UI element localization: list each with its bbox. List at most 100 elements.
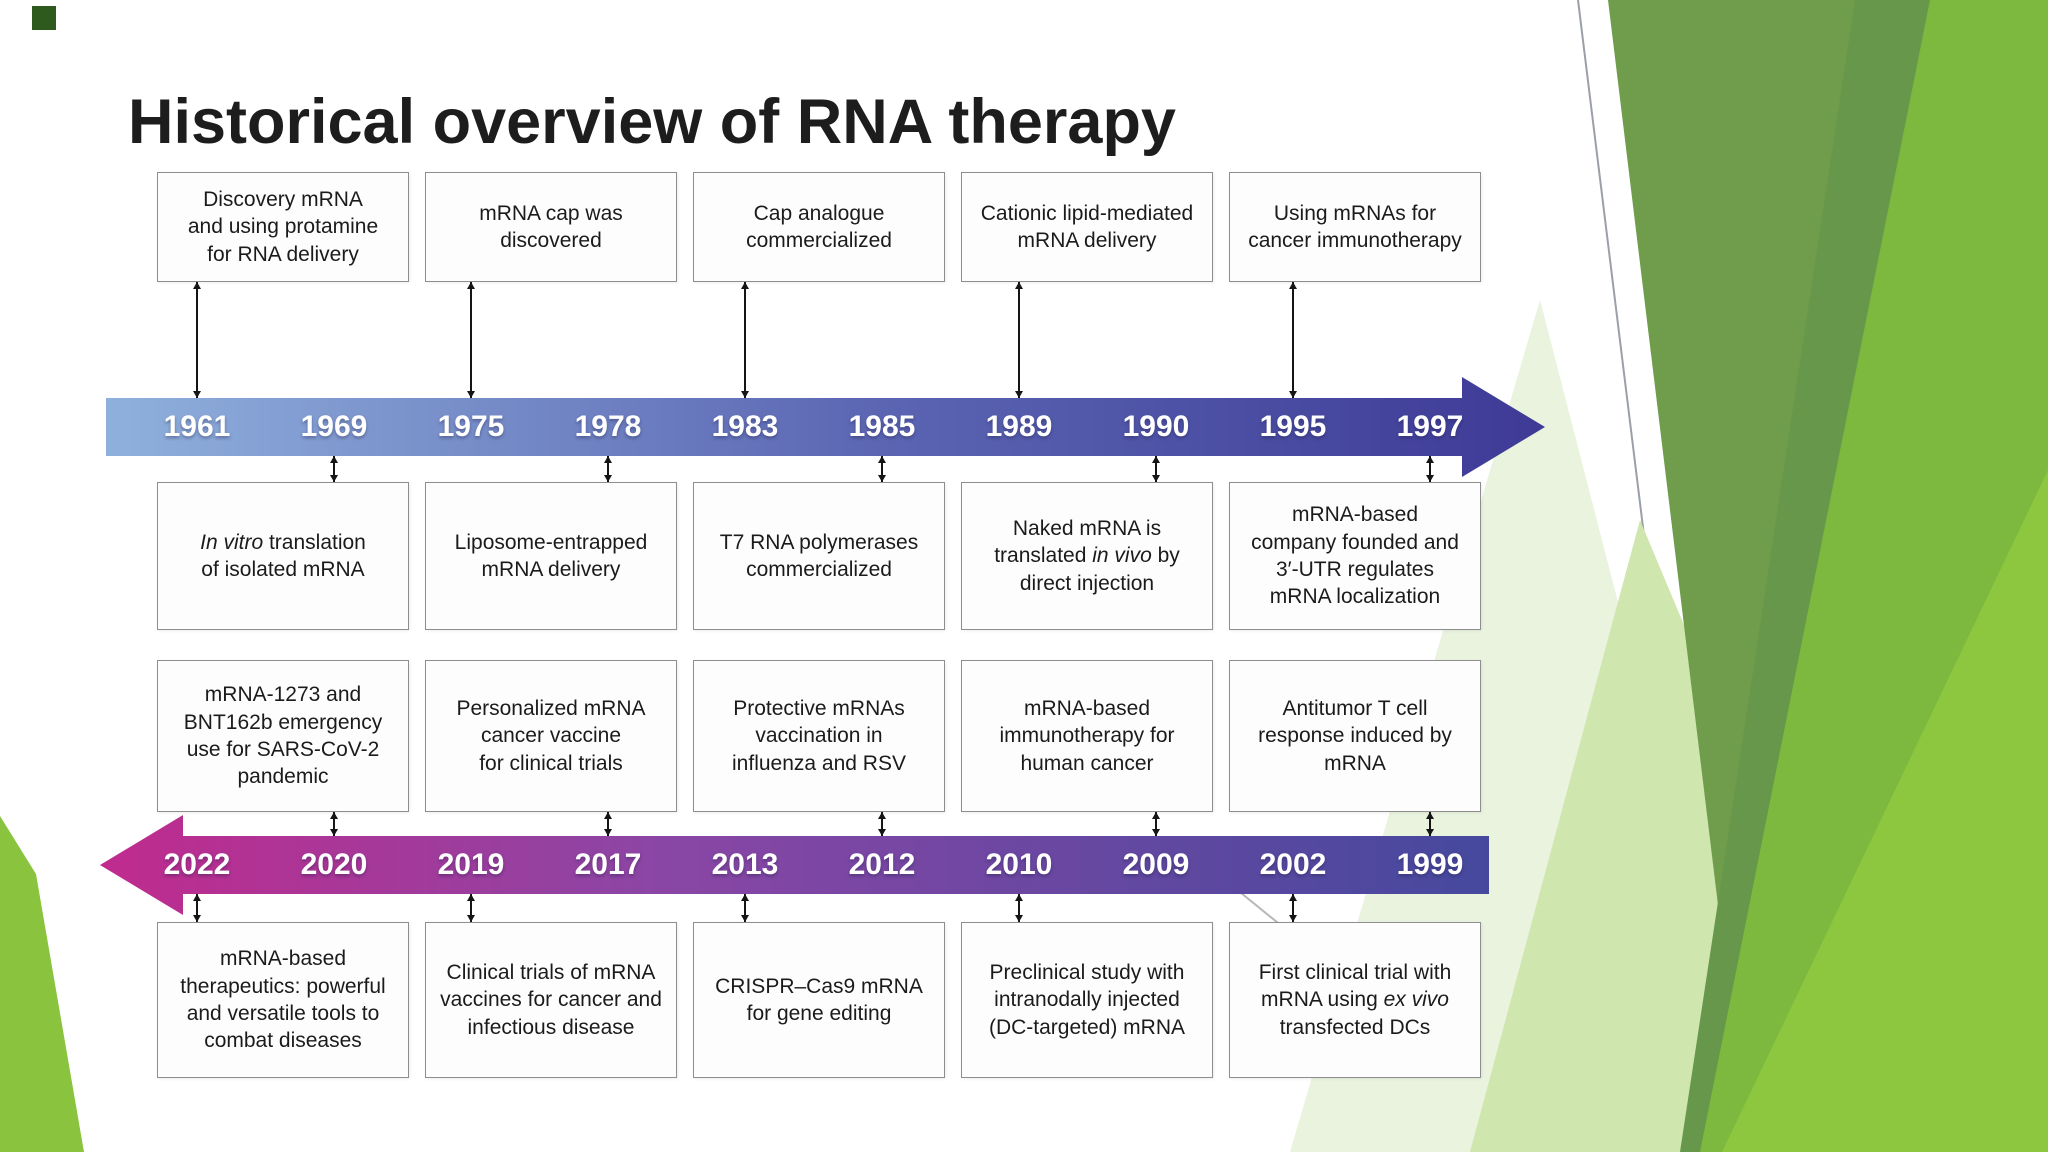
year-label-1989: 1989: [985, 410, 1053, 443]
connector-2002: [1289, 894, 1297, 922]
text-segment: Cap analogue commercialized: [746, 201, 892, 252]
event-box-2019: Clinical trials of mRNA vaccines for can…: [425, 922, 677, 1078]
text-segment: Protective mRNAs vaccination in influenz…: [732, 697, 906, 775]
year-label-1978: 1978: [574, 410, 642, 443]
event-box-text: mRNA-based therapeutics: powerful and ve…: [180, 945, 385, 1054]
event-box-text: Cap analogue commercialized: [746, 200, 892, 255]
event-box-1990: Naked mRNA is translated in vivo by dire…: [961, 482, 1213, 630]
text-segment: Personalized mRNA cancer vaccine for cli…: [456, 697, 646, 775]
year-label-2022: 2022: [163, 848, 231, 881]
event-box-1969: In vitro translation of isolated mRNA: [157, 482, 409, 630]
year-label-2013: 2013: [711, 848, 779, 881]
year-label-1985: 1985: [848, 410, 916, 443]
year-label-2002: 2002: [1259, 848, 1327, 881]
event-box-text: First clinical trial with mRNA using ex …: [1259, 959, 1452, 1041]
event-box-2002: First clinical trial with mRNA using ex …: [1229, 922, 1481, 1078]
event-box-2010: Preclinical study with intranodally inje…: [961, 922, 1213, 1078]
connector-2010: [1015, 894, 1023, 922]
event-box-text: CRISPR–Cas9 mRNA for gene editing: [715, 973, 923, 1028]
text-segment: mRNA-based therapeutics: powerful and ve…: [180, 947, 386, 1053]
text-segment: First clinical trial with mRNA using: [1258, 961, 1452, 1012]
text-segment: Naked mRNA is translated: [994, 517, 1162, 568]
text-segment: mRNA-1273 and BNT162b emergency use for …: [183, 683, 383, 789]
event-box-1997: mRNA-based company founded and 3′-UTR re…: [1229, 482, 1481, 630]
corner-square-decoration: [32, 6, 56, 30]
left-green-wedge: [0, 816, 84, 1152]
connector-1999: [1426, 812, 1434, 836]
year-label-2017: 2017: [574, 848, 642, 881]
event-box-text: Discovery mRNA and using protamine for R…: [188, 186, 378, 268]
year-label-1999: 1999: [1396, 848, 1464, 881]
text-segment: CRISPR–Cas9 mRNA for gene editing: [715, 974, 923, 1025]
event-box-text: T7 RNA polymerases commercialized: [720, 529, 918, 584]
connector-1995: [1289, 282, 1297, 398]
connector-1961: [193, 282, 201, 398]
event-box-2009: mRNA-based immunotherapy for human cance…: [961, 660, 1213, 812]
event-box-1978: Liposome-entrapped mRNA delivery: [425, 482, 677, 630]
event-box-1995: Using mRNAs for cancer immunotherapy: [1229, 172, 1481, 282]
event-box-text: Personalized mRNA cancer vaccine for cli…: [456, 695, 645, 777]
timeline-bottom-arrow: [100, 815, 1489, 915]
text-segment: Liposome-entrapped mRNA delivery: [454, 530, 648, 581]
year-label-2020: 2020: [300, 848, 368, 881]
event-box-2012: Protective mRNAs vaccination in influenz…: [693, 660, 945, 812]
timeline-bottom-shape: [100, 815, 1489, 915]
timeline-top-arrow: [106, 377, 1545, 477]
connector-1983: [741, 282, 749, 398]
event-box-2013: CRISPR–Cas9 mRNA for gene editing: [693, 922, 945, 1078]
connector-1969: [330, 456, 338, 482]
year-label-1990: 1990: [1122, 410, 1190, 443]
event-box-text: mRNA-1273 and BNT162b emergency use for …: [184, 681, 382, 790]
text-segment: Clinical trials of mRNA vaccines for can…: [440, 961, 662, 1039]
event-box-text: Naked mRNA is translated in vivo by dire…: [994, 515, 1180, 597]
text-segment: Cationic lipid-mediated mRNA delivery: [980, 201, 1194, 252]
year-label-1975: 1975: [437, 410, 505, 443]
connector-2019: [467, 894, 475, 922]
facet-brighter-triangle: [1722, 470, 2048, 1152]
year-label-1969: 1969: [300, 410, 368, 443]
event-box-1999: Antitumor T cell response induced by mRN…: [1229, 660, 1481, 812]
event-box-text: Preclinical study with intranodally inje…: [989, 959, 1185, 1041]
connector-2009: [1152, 812, 1160, 836]
connector-1989: [1015, 282, 1023, 398]
event-box-text: Using mRNAs for cancer immunotherapy: [1248, 200, 1462, 255]
text-segment: Preclinical study with intranodally inje…: [988, 961, 1186, 1039]
event-box-1961: Discovery mRNA and using protamine for R…: [157, 172, 409, 282]
text-segment: mRNA cap was discovered: [479, 201, 623, 252]
connector-2022: [193, 894, 201, 922]
year-label-2012: 2012: [848, 848, 916, 881]
connector-1978: [604, 456, 612, 482]
text-segment: translation of isolated mRNA: [201, 530, 366, 581]
connector-1997: [1426, 456, 1434, 482]
event-box-text: Clinical trials of mRNA vaccines for can…: [440, 959, 662, 1041]
year-label-2009: 2009: [1122, 848, 1190, 881]
event-box-text: mRNA-based immunotherapy for human cance…: [999, 695, 1174, 777]
year-label-1995: 1995: [1259, 410, 1327, 443]
text-segment: by direct injection: [1019, 544, 1180, 595]
text-segment: mRNA-based immunotherapy for human cance…: [999, 697, 1175, 775]
connector-1985: [878, 456, 886, 482]
year-label-2010: 2010: [985, 848, 1053, 881]
connector-1975: [467, 282, 475, 398]
text-segment: T7 RNA polymerases commercialized: [719, 530, 919, 581]
event-box-text: In vitro translation of isolated mRNA: [200, 529, 366, 584]
event-box-text: mRNA cap was discovered: [479, 200, 623, 255]
text-segment: In vitro: [200, 530, 264, 554]
page-title: Historical overview of RNA therapy: [128, 87, 1176, 157]
event-box-text: Protective mRNAs vaccination in influenz…: [732, 695, 906, 777]
event-box-text: Liposome-entrapped mRNA delivery: [455, 529, 648, 584]
event-box-2017: Personalized mRNA cancer vaccine for cli…: [425, 660, 677, 812]
event-box-text: mRNA-based company founded and 3′-UTR re…: [1251, 501, 1459, 610]
text-segment: Using mRNAs for cancer immunotherapy: [1248, 201, 1462, 252]
text-segment: ex vivo: [1383, 988, 1449, 1012]
event-box-1989: Cationic lipid-mediated mRNA delivery: [961, 172, 1213, 282]
event-box-2022: mRNA-based therapeutics: powerful and ve…: [157, 922, 409, 1078]
timeline-top-shape: [106, 377, 1545, 477]
connector-2020: [330, 812, 338, 836]
connector-2017: [604, 812, 612, 836]
text-segment: mRNA-based company founded and 3′-UTR re…: [1251, 503, 1459, 609]
connector-2012: [878, 812, 886, 836]
event-box-1983: Cap analogue commercialized: [693, 172, 945, 282]
year-label-1961: 1961: [163, 410, 231, 443]
